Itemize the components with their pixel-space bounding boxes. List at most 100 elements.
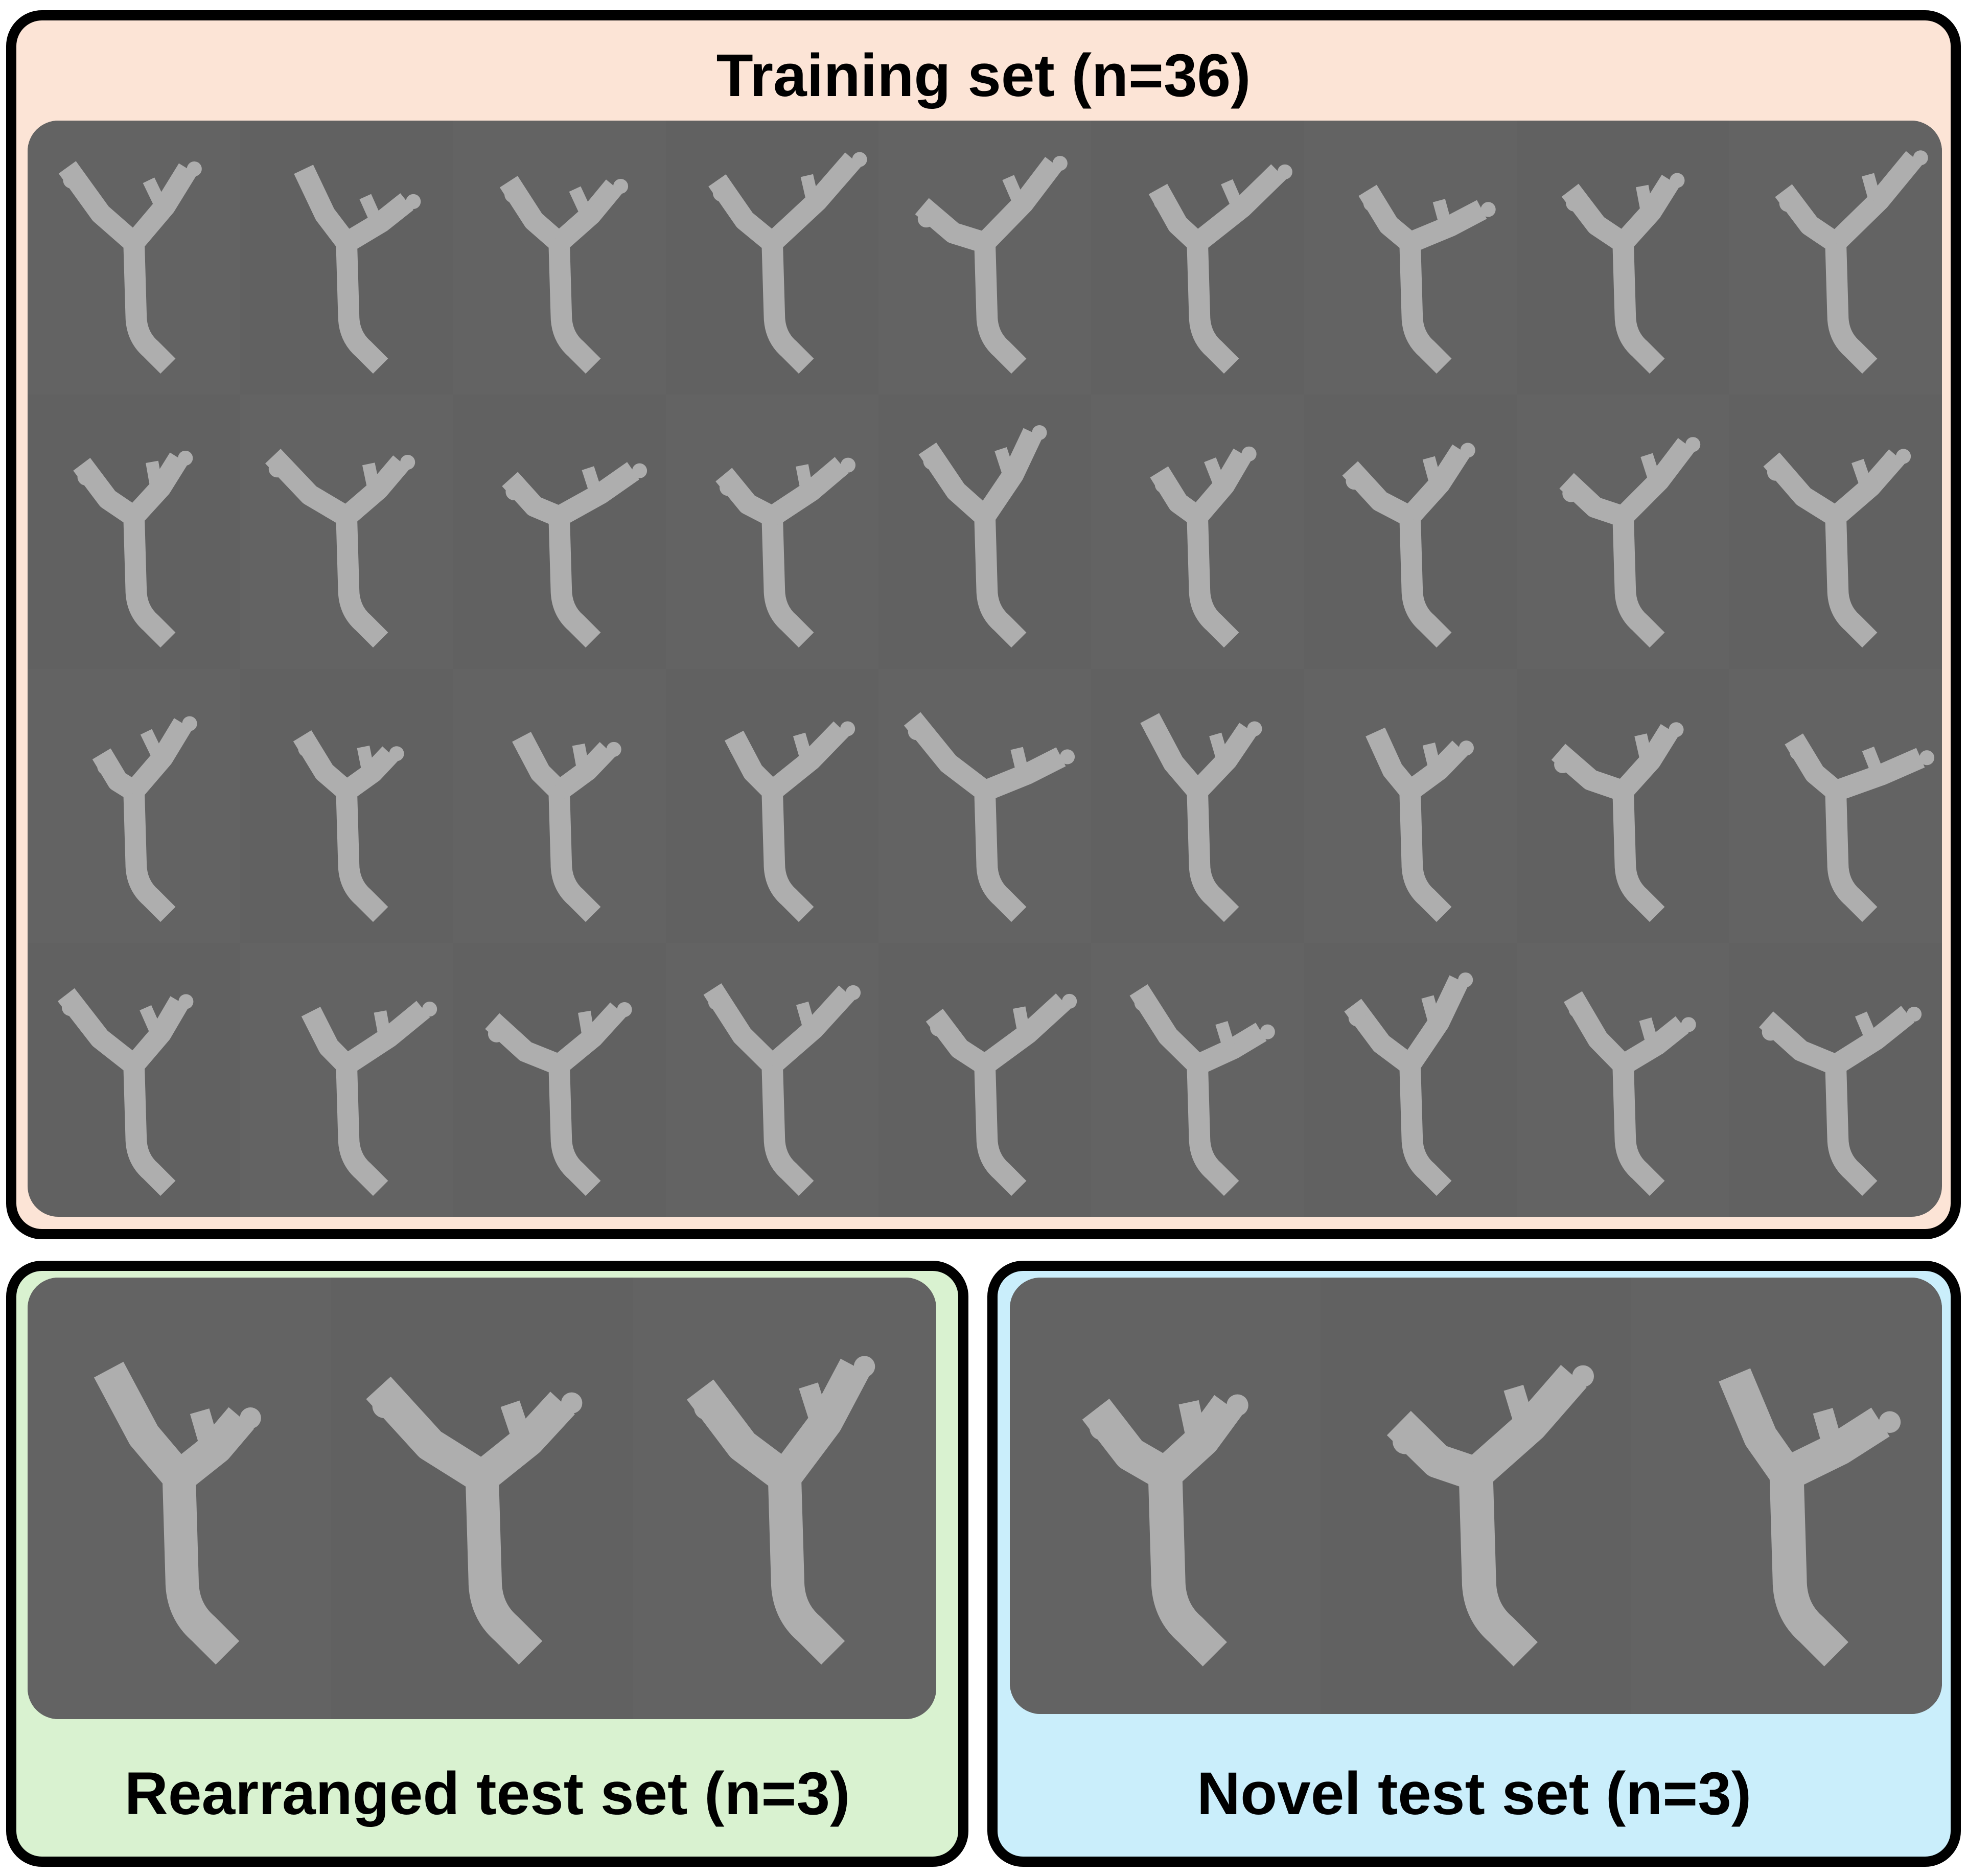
side-branch: [1851, 459, 1872, 489]
branch-bulb: [1061, 993, 1077, 1009]
trachea-stem: [1825, 516, 1878, 648]
sample-tile: [240, 395, 453, 669]
branch-bulb: [930, 1019, 947, 1036]
branch-bulb: [1032, 425, 1047, 441]
trachea-stem: [1612, 1064, 1664, 1196]
trachea-stem: [1187, 1064, 1239, 1196]
side-branch: [1862, 746, 1884, 777]
side-branch: [793, 732, 813, 762]
side-branch: [1215, 1021, 1236, 1050]
branch-bulb: [1241, 446, 1257, 462]
trachea-stem: [1612, 790, 1664, 922]
branch-bulb: [1568, 1001, 1586, 1018]
sample-tile: [1631, 1278, 1942, 1714]
airway-mask-icon: [366, 1376, 583, 1665]
right-branch: [1193, 1023, 1267, 1075]
airway-mask-icon: [703, 983, 861, 1196]
sample-tile: [878, 943, 1091, 1217]
branch-bulb: [400, 455, 415, 470]
airway-mask-icon: [1129, 984, 1275, 1196]
airway-mask-icon: [1719, 1368, 1901, 1666]
trachea-stem: [761, 1064, 814, 1196]
branch-bulb: [1906, 1006, 1922, 1022]
branch-bulb: [1153, 193, 1171, 211]
sample-tile: [1091, 942, 1304, 1217]
branch-bulb: [1779, 195, 1796, 212]
branch-bulb: [712, 184, 730, 202]
airway-mask-icon: [915, 156, 1068, 374]
airway-mask-icon: [1763, 449, 1911, 648]
branch-bulb: [504, 186, 522, 203]
trachea-stem: [1612, 242, 1664, 374]
trachea-stem: [548, 242, 601, 374]
branch-bulb: [63, 171, 80, 189]
branch-bulb: [178, 451, 193, 466]
trachea-stem: [1187, 242, 1239, 374]
sample-tile: [1517, 121, 1729, 395]
airway-mask-icon: [1386, 1364, 1594, 1666]
right-branch: [1406, 200, 1487, 253]
right-branch: [765, 721, 849, 799]
right-branch: [552, 1002, 627, 1073]
branch-bulb: [632, 463, 647, 479]
right-branch: [981, 747, 1066, 801]
trachea-stem: [974, 1064, 1027, 1196]
branch-bulb: [1879, 1411, 1901, 1433]
branch-bulb: [1565, 194, 1583, 212]
side-branch: [1503, 1384, 1535, 1428]
right-branch: [1191, 164, 1286, 251]
branch-bulb: [1562, 485, 1580, 502]
side-branch: [359, 194, 383, 225]
side-branch: [994, 447, 1015, 477]
airway-mask-icon: [708, 152, 867, 374]
airway-mask-icon: [294, 165, 421, 374]
side-branch: [140, 1005, 163, 1036]
trachea-stem: [768, 1476, 845, 1665]
branch-bulb: [182, 716, 197, 731]
right-branch: [126, 996, 189, 1072]
right-branch: [771, 1358, 870, 1488]
airway-mask-icon: [265, 449, 415, 648]
airway-mask-icon: [1758, 1006, 1922, 1196]
branch-bulb: [613, 178, 629, 194]
branch-bulb: [840, 721, 855, 736]
sample-tile: [240, 942, 453, 1217]
side-branch: [190, 1408, 220, 1451]
sample-tile: [1091, 669, 1304, 943]
side-branch: [1813, 1408, 1844, 1451]
right-branch: [169, 1407, 254, 1491]
right-branch: [340, 746, 398, 800]
side-branch: [1855, 1011, 1878, 1042]
branch-bulb: [517, 740, 535, 758]
side-branch: [800, 174, 819, 203]
branch-bulb: [1681, 1017, 1696, 1032]
trachea-stem: [1399, 516, 1452, 648]
sample-tile: [633, 1278, 936, 1719]
trachea-stem: [162, 1476, 240, 1665]
sample-tile: [1729, 943, 1942, 1217]
branch-bulb: [561, 1392, 583, 1414]
sample-tile: [665, 942, 878, 1217]
branch-bulb: [488, 1025, 505, 1043]
right-branch: [1190, 722, 1257, 798]
airway-mask-icon: [1344, 972, 1473, 1196]
airway-mask-icon: [301, 1001, 437, 1196]
airway-mask-icon: [1559, 437, 1700, 648]
branch-bulb: [923, 453, 940, 470]
airway-mask-icon: [1366, 727, 1474, 922]
airway-mask-icon: [1140, 712, 1262, 922]
branch-bulb: [1227, 1394, 1248, 1417]
branch-bulb: [1572, 1365, 1594, 1387]
branch-bulb: [1363, 194, 1381, 212]
branch-bulb: [917, 210, 935, 228]
branch-bulb: [1458, 972, 1473, 987]
sample-tile: [1091, 121, 1304, 395]
branch-bulb: [307, 1015, 324, 1033]
sample-tile: [1729, 668, 1942, 943]
side-branch: [146, 460, 163, 489]
sample-tile: [1729, 121, 1942, 395]
right-branch: [126, 717, 193, 798]
branch-bulb: [694, 1395, 719, 1420]
airway-mask-icon: [1150, 446, 1257, 648]
airway-mask-icon: [715, 457, 855, 648]
